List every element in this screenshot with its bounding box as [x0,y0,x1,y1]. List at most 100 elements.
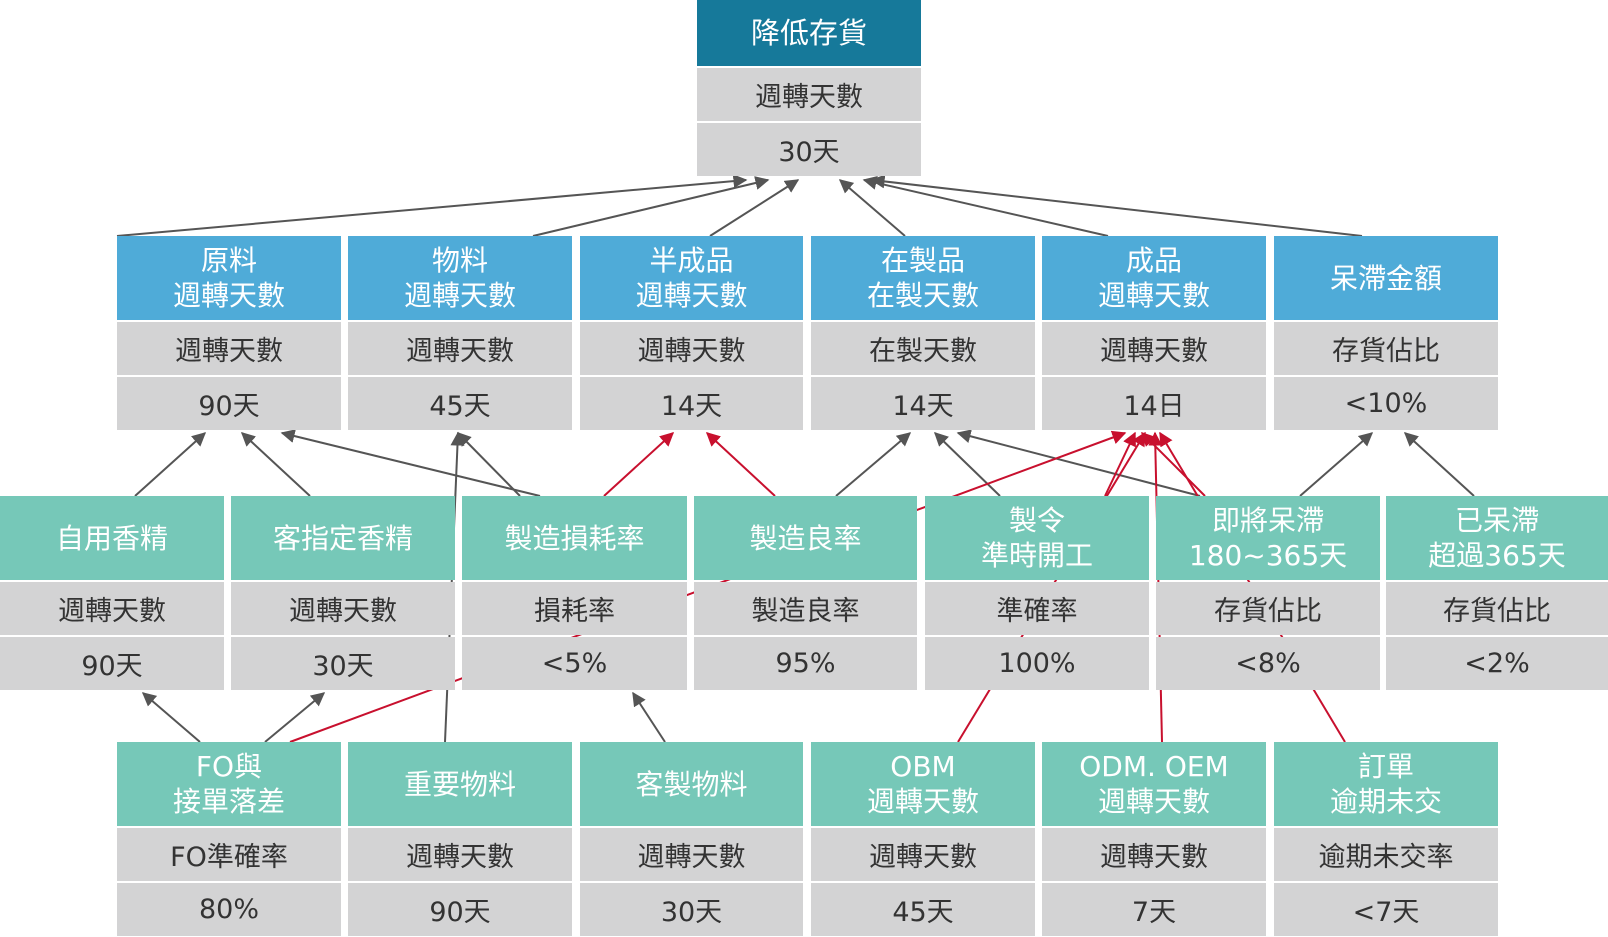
connector-material-to-inventory [532,176,770,237]
kpi-title-line: 製令 [1008,504,1065,537]
kpi-title: 成品週轉天數 [1042,236,1266,320]
kpi-title-line: 製造良率 [749,521,862,555]
connector-own-fragrance-to-raw [134,432,207,497]
kpi-metric: 週轉天數 [348,828,572,881]
connector-near-slow-to-slow [1299,432,1374,497]
kpi-title-line: 自用香精 [55,521,168,555]
kpi-title-line: 180~365天 [1188,539,1348,572]
kpi-target: 14天 [811,377,1035,430]
kpi-metric: 存貨佔比 [1274,322,1498,375]
kpi-metric: 週轉天數 [580,322,803,375]
kpi-target: <8% [1156,637,1380,690]
connector-loss-rate-to-material [457,432,521,497]
kpi-metric: 損耗率 [462,582,687,635]
connector-finished-to-inventory [862,175,1109,237]
kpi-title: 降低存貨 [697,0,921,66]
kpi-title-line: 訂單 [1357,750,1414,783]
connector-yield-rate-to-wip [835,432,912,497]
kpi-title-line: 超過365天 [1428,539,1566,572]
kpi-target: <2% [1386,637,1608,690]
kpi-title: 物料週轉天數 [348,236,572,320]
kpi-title-line: 客製物料 [635,767,748,801]
kpi-title-line: 即將呆滯 [1211,504,1324,537]
connector-loss-rate-to-raw [280,429,541,497]
kpi-title-line: 在製品 [880,244,965,277]
kpi-target: 14日 [1042,377,1266,430]
connector-semi-to-inventory [709,179,800,237]
kpi-metric: 週轉天數 [117,322,341,375]
kpi-metric: 週轉天數 [348,322,572,375]
connector-on-time-to-wip [933,432,1001,497]
kpi-title-line: 製造損耗率 [504,521,645,555]
kpi-target: <7天 [1274,883,1498,936]
kpi-metric: 週轉天數 [231,582,455,635]
kpi-title: 自用香精 [0,496,224,580]
kpi-target: 7天 [1042,883,1266,936]
kpi-title: 原料週轉天數 [117,236,341,320]
connector-loss-rate-to-semi [603,432,675,497]
kpi-metric: 週轉天數 [580,828,803,881]
kpi-metric: 週轉天數 [1042,322,1266,375]
kpi-box-loss-rate: 製造損耗率損耗率<5% [462,496,687,690]
kpi-title-line: 週轉天數 [1097,785,1210,818]
kpi-target: 30天 [580,883,803,936]
kpi-title: 製造良率 [694,496,917,580]
connector-custom-material-to-loss-rate [632,691,666,743]
connector-on-time-to-finished [1104,431,1136,497]
kpi-target: <10% [1274,377,1498,430]
connector-wip-to-inventory [838,179,906,237]
kpi-title: 半成品週轉天數 [580,236,803,320]
kpi-title: 訂單逾期未交 [1274,742,1498,826]
kpi-metric: 週轉天數 [811,828,1035,881]
kpi-title-line: 呆滯金額 [1329,261,1442,295]
kpi-target: 95% [694,637,917,690]
kpi-title-line: FO與 [195,750,263,783]
kpi-title-line: 原料 [200,244,257,277]
connector-fo-gap-to-own-fragrance [141,692,201,743]
kpi-box-already-slow: 已呆滯超過365天存貨佔比<2% [1386,496,1608,690]
kpi-title-line: 週轉天數 [1097,279,1210,312]
kpi-title-line: 客指定香精 [272,521,413,555]
kpi-metric: 逾期未交率 [1274,828,1498,881]
kpi-title-line: 降低存貨 [750,15,867,50]
kpi-target: <5% [462,637,687,690]
kpi-title-line: OBM [890,750,956,783]
kpi-metric: FO準確率 [117,828,341,881]
kpi-title: 客製物料 [580,742,803,826]
kpi-target: 45天 [811,883,1035,936]
kpi-target: 90天 [117,377,341,430]
connector-slow-to-inventory [870,174,1363,237]
connector-near-slow-to-wip [956,429,1201,497]
kpi-target: 90天 [348,883,572,936]
connector-near-slow-to-finished [1141,432,1206,497]
kpi-target: 90天 [0,637,224,690]
kpi-title-line: 逾期未交 [1329,785,1442,818]
kpi-title-line: 接單落差 [172,785,285,818]
kpi-title: 客指定香精 [231,496,455,580]
kpi-target: 30天 [697,123,921,176]
kpi-title: 呆滯金額 [1274,236,1498,320]
kpi-metric: 週轉天數 [1042,828,1266,881]
kpi-metric: 準確率 [925,582,1149,635]
kpi-target: 80% [117,883,341,936]
connector-cust-fragrance-to-raw [240,432,311,497]
kpi-title: 製令準時開工 [925,496,1149,580]
connector-fo-gap-to-cust-fragrance [264,692,326,743]
kpi-title: FO與接單落差 [117,742,341,826]
